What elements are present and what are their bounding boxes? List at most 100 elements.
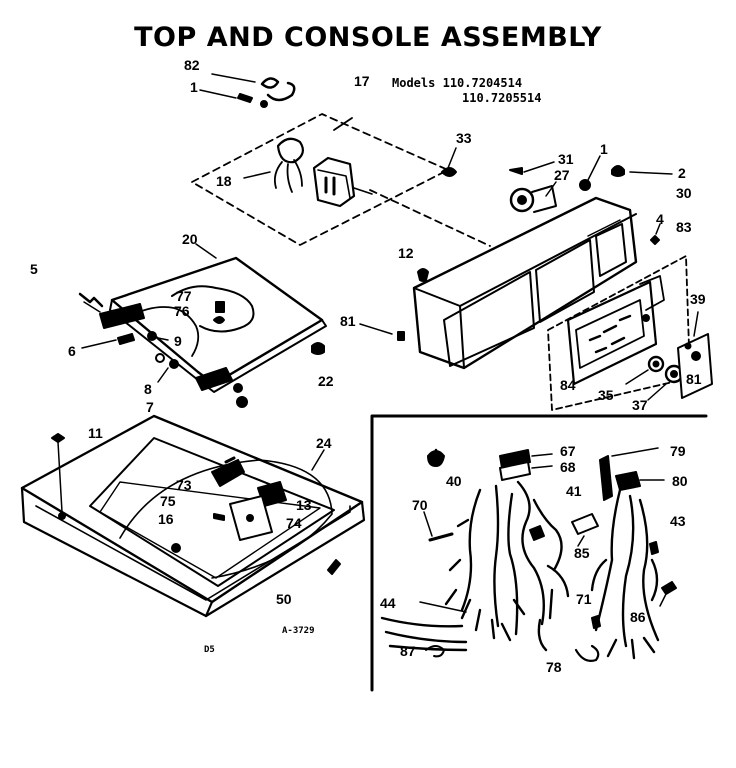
callout-6: 6	[68, 343, 76, 359]
part-73-lid-switch	[211, 456, 245, 487]
part-86-plug	[659, 581, 677, 607]
callout-79: 79	[670, 443, 686, 459]
callout-22: 22	[318, 373, 334, 389]
callout-12: 12	[398, 245, 414, 261]
callout-30: 30	[676, 185, 692, 201]
part-2-screw	[611, 165, 673, 177]
callout-50: 50	[276, 591, 292, 607]
callout-68: 68	[560, 459, 576, 475]
part-82-wire-clip	[211, 73, 296, 102]
part-40-connector	[427, 448, 445, 467]
callout-81-right: 81	[686, 371, 702, 387]
callout-43: 43	[670, 513, 686, 529]
part-22-bumper	[311, 342, 325, 355]
part-39-cover-plate	[677, 311, 713, 399]
callout-85: 85	[574, 545, 590, 561]
callout-13: 13	[296, 497, 312, 513]
part-timer-motor	[312, 156, 373, 208]
part-74-switch-bracket	[229, 495, 273, 541]
callout-9: 9	[174, 333, 182, 349]
part-43-connector	[649, 541, 659, 555]
callout-11: 11	[88, 425, 103, 441]
callout-87: 87	[400, 643, 416, 659]
callout-5: 5	[30, 261, 38, 277]
part-17-harness-kit-outline	[191, 113, 491, 247]
callout-8: 8	[144, 381, 152, 397]
callout-18: 18	[216, 173, 232, 189]
part-78-wire-lead	[574, 644, 600, 662]
callout-41: 41	[566, 483, 582, 499]
callout-37: 37	[632, 397, 648, 413]
part-24-washer-top	[20, 414, 366, 618]
part-31-screw	[509, 161, 555, 175]
page-code: D5	[204, 645, 215, 655]
part-4-nut	[650, 223, 661, 245]
part-right-wire-harness	[590, 488, 660, 660]
callout-44: 44	[380, 595, 396, 611]
callout-4: 4	[656, 211, 664, 227]
part-11-screw	[51, 433, 66, 520]
callout-75: 75	[160, 493, 176, 509]
part-30-console-panel	[412, 196, 638, 370]
part-1-screw-console	[579, 155, 601, 191]
part-85-connector	[571, 513, 599, 547]
callout-7: 7	[146, 399, 154, 415]
callout-84: 84	[560, 377, 576, 393]
callout-82: 82	[184, 57, 200, 73]
callout-73: 73	[176, 477, 192, 493]
part-9-clip	[147, 331, 169, 341]
part-71-connector	[591, 615, 601, 629]
part-44-power-cord	[380, 601, 468, 652]
callout-17: 17	[354, 73, 370, 89]
part-81-screw-left	[359, 323, 405, 341]
part-35-knob	[625, 355, 665, 385]
callout-74: 74	[286, 515, 302, 531]
callout-77: 77	[176, 288, 192, 304]
page-title: TOP AND CONSOLE ASSEMBLY	[134, 22, 602, 53]
diagram-code: A-3729	[282, 626, 315, 636]
part-41-harness-clip	[529, 525, 545, 541]
callout-16: 16	[158, 511, 174, 527]
part-33-knob-clip	[441, 147, 457, 177]
wiring-harness-inset-frame	[370, 414, 708, 692]
part-16-screw	[171, 543, 181, 553]
callout-27: 27	[554, 167, 570, 183]
part-83-control-board-kit-outline	[547, 255, 691, 411]
model-number-1: 110.7204514	[442, 76, 523, 90]
part-hinge-assembly	[78, 292, 248, 408]
callout-24: 24	[316, 435, 332, 451]
part-87-ground-wire	[425, 645, 445, 658]
callout-80: 80	[672, 473, 688, 489]
part-6-hinge-pin	[81, 333, 135, 349]
part-7-washer	[157, 359, 179, 383]
part-75-screw	[213, 513, 225, 521]
part-84-control-board	[566, 275, 665, 386]
callout-86: 86	[630, 609, 646, 625]
callout-2: 2	[678, 165, 686, 181]
part-79-80-lead-connectors	[599, 447, 665, 501]
callout-40: 40	[446, 473, 462, 489]
models-label: Models	[392, 76, 436, 90]
part-67-68-terminal-block	[499, 449, 553, 481]
callout-81-left: 81	[340, 313, 356, 329]
callout-67: 67	[560, 443, 576, 459]
part-8-screw	[155, 353, 165, 363]
callout-31: 31	[558, 151, 574, 167]
part-70-wire-lead	[423, 511, 454, 542]
part-1-screw-top	[199, 89, 268, 108]
callout-71: 71	[576, 591, 592, 607]
callout-1-console: 1	[600, 141, 608, 157]
part-12-screw	[417, 268, 429, 282]
callout-39: 39	[690, 291, 706, 307]
callout-35: 35	[598, 387, 614, 403]
part-50-hinge-rod	[327, 559, 341, 575]
part-lid-switch-wires	[129, 285, 255, 357]
callout-83: 83	[676, 219, 692, 235]
callout-76: 76	[174, 303, 190, 319]
callout-20: 20	[182, 231, 198, 247]
part-27-motor-switch	[509, 181, 557, 213]
part-main-wire-harness	[444, 480, 570, 652]
